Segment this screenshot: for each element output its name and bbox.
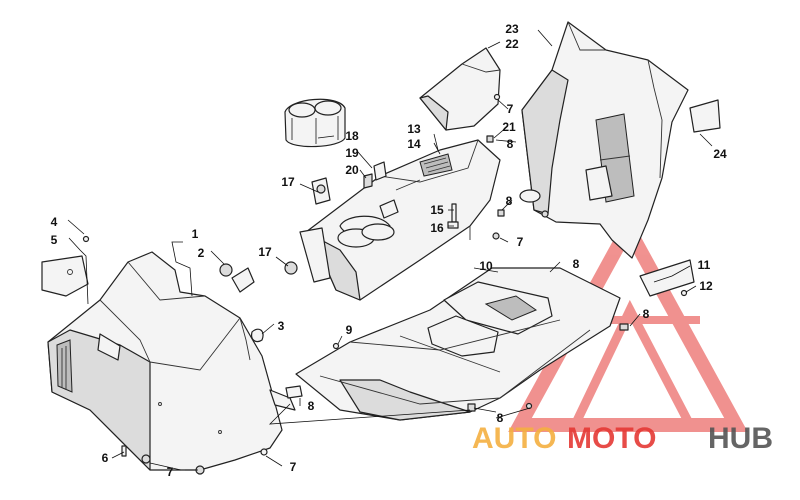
callout-16: 16 (430, 221, 444, 235)
leader-lines (67, 29, 713, 471)
grommet-part-2 (219, 263, 233, 277)
callout-8-floor: 8 (573, 257, 580, 271)
top-cover (419, 47, 501, 131)
center-console (299, 139, 501, 301)
callout-11: 11 (698, 258, 711, 272)
callout-18: 18 (345, 129, 359, 143)
nut-bottom-right (260, 448, 268, 456)
callout-23: 23 (505, 22, 519, 36)
callout-7-bottom-left: 7 (167, 465, 174, 479)
watermark-text: AUTO MOTO HUB (472, 422, 773, 455)
callout-19: 19 (345, 146, 359, 160)
callout-labels: 1 2 3 4 5 6 7 7 7 7 8 8 8 8 8 8 9 10 11 … (51, 22, 727, 479)
watermark-auto: AUTO (472, 422, 556, 455)
screw-part-8-tray (525, 402, 533, 410)
cupholder-insert (284, 98, 346, 148)
callout-2: 2 (198, 246, 205, 260)
callout-1: 1 (192, 227, 199, 241)
watermark-moto: MOTO (567, 422, 656, 455)
callout-14: 14 (407, 137, 421, 151)
clip-part-8-console (497, 209, 505, 217)
power-outlet-upper (311, 177, 331, 205)
clip-part-8-tray (467, 403, 476, 412)
callout-8-console: 8 (506, 194, 513, 208)
callout-21: 21 (502, 120, 516, 134)
plate-part-24 (689, 99, 721, 133)
nut-part-7-center (541, 210, 549, 218)
screw-part-7-top (493, 93, 501, 101)
clip-part-3 (251, 328, 264, 343)
callout-5: 5 (51, 233, 58, 247)
screw-part-12 (680, 289, 688, 297)
clip-part-8-right (619, 323, 629, 331)
screw-part-15 (451, 203, 457, 223)
washer-part-16 (447, 221, 459, 229)
callout-8-right: 8 (643, 307, 650, 321)
callout-24: 24 (713, 147, 727, 161)
callout-8-tray: 8 (497, 411, 504, 425)
bracket-part-5 (41, 255, 89, 297)
callout-7-bottom-right: 7 (290, 460, 297, 474)
callout-7-top: 7 (507, 102, 514, 116)
callout-3: 3 (278, 319, 285, 333)
callout-12: 12 (699, 279, 713, 293)
callout-6: 6 (102, 451, 109, 465)
callout-17-upper: 17 (281, 175, 295, 189)
rear-panel (519, 21, 689, 259)
nut-part-7-console (492, 232, 500, 240)
callout-22: 22 (505, 37, 519, 51)
nut-part-21 (486, 135, 494, 143)
callout-10: 10 (479, 259, 493, 273)
screw-part-4 (82, 235, 90, 243)
cover-part-20 (363, 173, 373, 189)
screw-part-6 (121, 445, 127, 457)
screw-part-9 (332, 342, 340, 350)
clip-part-8-left (285, 385, 303, 399)
watermark-hub: HUB (708, 422, 773, 455)
power-outlet-lower (284, 261, 298, 275)
callout-7-console: 7 (517, 235, 524, 249)
callout-9: 9 (346, 323, 353, 337)
floor-tray (295, 267, 621, 421)
callout-17-lower: 17 (258, 245, 272, 259)
callout-13: 13 (407, 122, 421, 136)
callout-4: 4 (51, 215, 58, 229)
nut-bottom-left (141, 454, 151, 464)
callout-8-top: 8 (507, 137, 514, 151)
callout-8-left: 8 (308, 399, 315, 413)
callout-15: 15 (430, 203, 444, 217)
side-cover-assembly (47, 251, 296, 471)
callout-20: 20 (345, 163, 359, 177)
switch-part-19 (373, 161, 387, 181)
